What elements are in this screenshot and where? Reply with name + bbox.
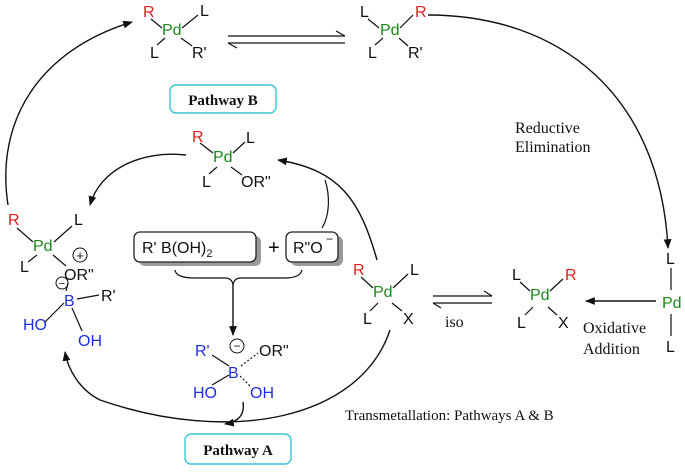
equilibrium-arrows-top [227, 30, 346, 49]
pd-label: Pd [213, 149, 233, 166]
or2-label: OR" [64, 267, 94, 284]
boronate-anion: R' − OR" B HO OH [193, 338, 289, 402]
elimination-label: Elimination [515, 139, 591, 156]
pathway-b-box: Pathway B [169, 84, 277, 114]
r-label: R [353, 262, 365, 279]
iso-label: iso [445, 314, 464, 331]
reagent-alkoxide: R"O − [285, 231, 343, 266]
minus-charge: − [233, 339, 240, 353]
r1-label: R' [192, 45, 207, 62]
addition-label: Addition [583, 341, 640, 358]
l-label: L [517, 315, 526, 332]
pd-alkoxo-complex: R Pd L L OR" [192, 129, 271, 191]
pathway-b-label: Pathway B [188, 93, 258, 109]
r1-label: R' [408, 45, 423, 62]
r-label: R [565, 267, 577, 284]
r-label: R [192, 129, 204, 146]
l-label: L [410, 262, 419, 279]
oh-label: OH [250, 385, 274, 402]
pd-complex-top-left: R Pd L L R' [143, 3, 209, 62]
reductive-label: Reductive [515, 120, 580, 137]
l-label: L [20, 259, 29, 276]
pd0-complex: L Pd L [662, 251, 682, 356]
l-label: L [666, 251, 675, 268]
pd-label: Pd [162, 22, 182, 39]
b-label: B [228, 365, 239, 382]
l-label: L [200, 3, 209, 20]
pathway-a-label: Pathway A [203, 443, 273, 459]
pd-halide-complex: R Pd L L X [353, 262, 419, 328]
or2-label: OR" [241, 174, 271, 191]
l-label: L [368, 45, 377, 62]
transmetallation-label: Transmetallation: Pathways A & B [345, 408, 554, 424]
l-label: L [202, 174, 211, 191]
or2-label: OR" [259, 343, 289, 360]
b-label: B [64, 293, 75, 310]
boronic-label: R' B(OH)2 [142, 240, 213, 260]
pd-boronate-complex: R Pd L L OR" + − B R' HO OH [8, 212, 116, 350]
l-label: L [150, 45, 159, 62]
reagent-boronic-acid: R' B(OH)2 [133, 231, 261, 266]
l-label: L [360, 4, 369, 21]
pd-label: Pd [373, 284, 393, 301]
l-label: L [74, 212, 83, 229]
ho-label: HO [193, 385, 217, 402]
ho-label: HO [23, 317, 47, 334]
plus-sign: + [268, 237, 280, 259]
alkoxide-label: R"O [293, 240, 323, 257]
x-label: X [403, 311, 414, 328]
pd-complex-top-right: L Pd R L R' [360, 4, 427, 62]
r1-label: R' [101, 288, 116, 305]
r-label: R [8, 212, 20, 229]
l-label: L [363, 311, 372, 328]
iso-equilibrium: iso [432, 290, 493, 331]
r-label: R [143, 4, 155, 21]
r1-label: R' [195, 343, 210, 360]
r-label: R [415, 4, 427, 21]
pd-label: Pd [33, 238, 53, 255]
plus-charge: + [76, 248, 84, 263]
pathway-a-box: Pathway A [184, 433, 292, 465]
pd-halide-trans-complex: L Pd R L X [512, 267, 577, 332]
oh-label: OH [78, 333, 102, 350]
minus-charge: − [59, 278, 65, 290]
alkoxide-charge: − [326, 232, 333, 246]
l-label: L [512, 267, 521, 284]
l-label: L [246, 130, 255, 147]
pd-label: Pd [662, 295, 682, 312]
oxidative-label: Oxidative [583, 320, 646, 337]
pd-label: Pd [530, 287, 550, 304]
l-label: L [666, 339, 675, 356]
pd-label: Pd [380, 22, 400, 39]
x-label: X [558, 315, 569, 332]
